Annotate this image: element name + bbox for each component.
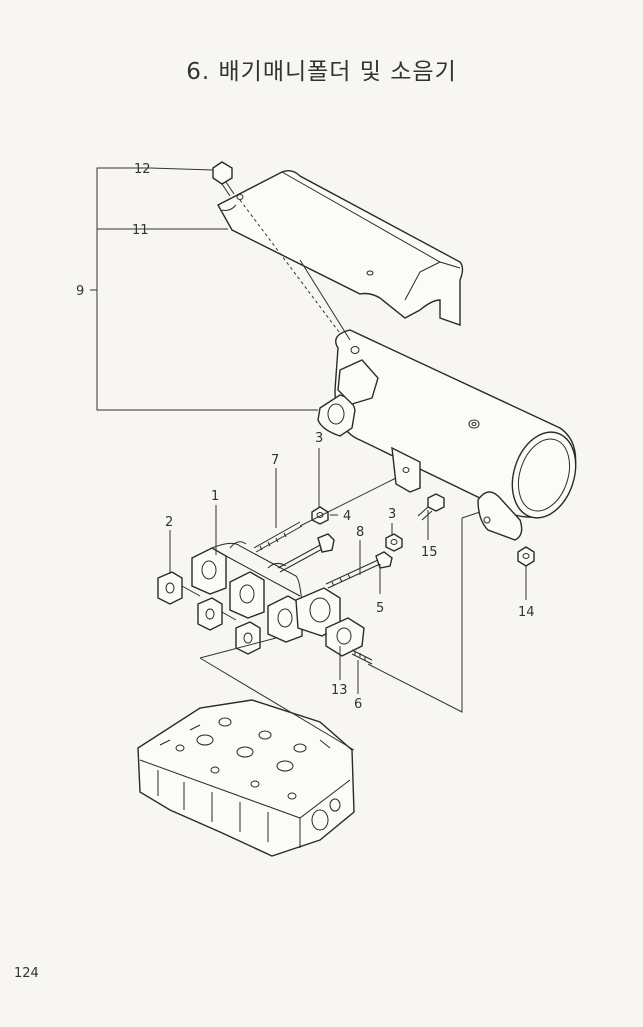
- callout-2: 2: [165, 515, 173, 530]
- flange-gasket-13: [325, 617, 365, 657]
- muffler: [317, 329, 577, 541]
- callout-11: 11: [132, 223, 149, 238]
- callout-6: 6: [354, 697, 362, 712]
- callout-7: 7: [271, 453, 279, 468]
- page-title: 6. 배기매니폴더 및 소음기: [186, 59, 457, 85]
- page-number: 124: [14, 966, 39, 981]
- callout-9: 9: [76, 284, 84, 299]
- studs-and-bolts: [253, 506, 403, 589]
- nut-14: [517, 546, 535, 567]
- bolt-12: [212, 161, 235, 197]
- callout-14: 14: [518, 605, 535, 620]
- callout-8: 8: [356, 525, 364, 540]
- manifold-gaskets: [157, 571, 261, 655]
- callout-15: 15: [421, 545, 438, 560]
- callout-12: 12: [134, 162, 151, 177]
- cylinder-head: [137, 699, 355, 857]
- callout-1: 1: [211, 489, 219, 504]
- leader-lines: [90, 167, 527, 751]
- callout-13: 13: [331, 683, 348, 698]
- exhaust-manifold: [191, 541, 341, 643]
- callout-3-upper: 3: [315, 431, 323, 446]
- callout-5: 5: [376, 601, 384, 616]
- callout-4: 4: [343, 509, 351, 524]
- callout-3-lower: 3: [388, 507, 396, 522]
- heat-shield: [217, 169, 464, 341]
- bolt-15: [417, 493, 445, 521]
- stud-6: [351, 649, 373, 665]
- callout-labels: 12 11 9 3 7 1 4 2 8 3 15 5 14 13 6: [76, 162, 535, 712]
